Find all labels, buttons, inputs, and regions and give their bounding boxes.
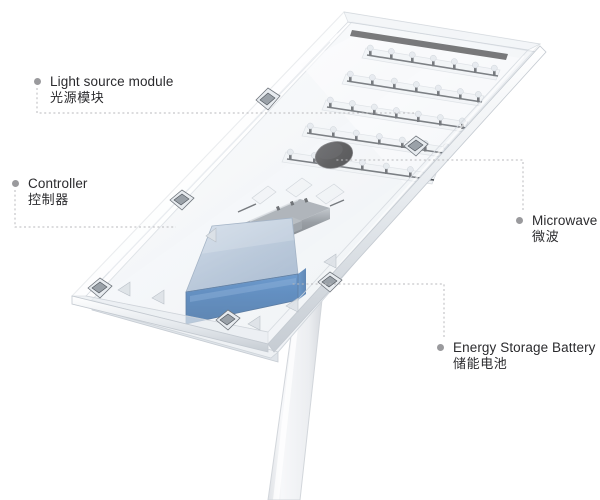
callout-energy-storage-battery[interactable]: Energy Storage Battery 储能电池 [437,340,596,373]
leader-controller [14,190,176,228]
callout-label-en: Controller [28,176,88,191]
housing-frame-rails [71,45,547,353]
callout-label-cn: 控制器 [28,193,69,208]
callout-dot-icon [34,78,41,85]
leader-lines [14,88,524,337]
transparent-housing-cover [70,11,542,345]
callout-controller[interactable]: Controller 控制器 [12,176,88,209]
callout-label-cn: 光源模块 [50,91,105,106]
leader-light-source-module [36,88,414,114]
callout-microwave[interactable]: Microwave 微波 [516,213,597,246]
callout-dot-icon [437,344,444,351]
callout-dot-icon [12,180,19,187]
callout-label-cn: 微波 [532,230,560,245]
frame-clips [87,87,429,331]
callout-dot-icon [516,217,523,224]
callout-label-en: Light source module [50,74,174,89]
callout-label-en: Energy Storage Battery [453,340,596,355]
callout-label-en: Microwave [532,213,598,228]
support-tabs [117,227,337,331]
callout-label-cn: 储能电池 [453,357,508,372]
callout-light-source-module[interactable]: Light source module 光源模块 [34,74,173,107]
